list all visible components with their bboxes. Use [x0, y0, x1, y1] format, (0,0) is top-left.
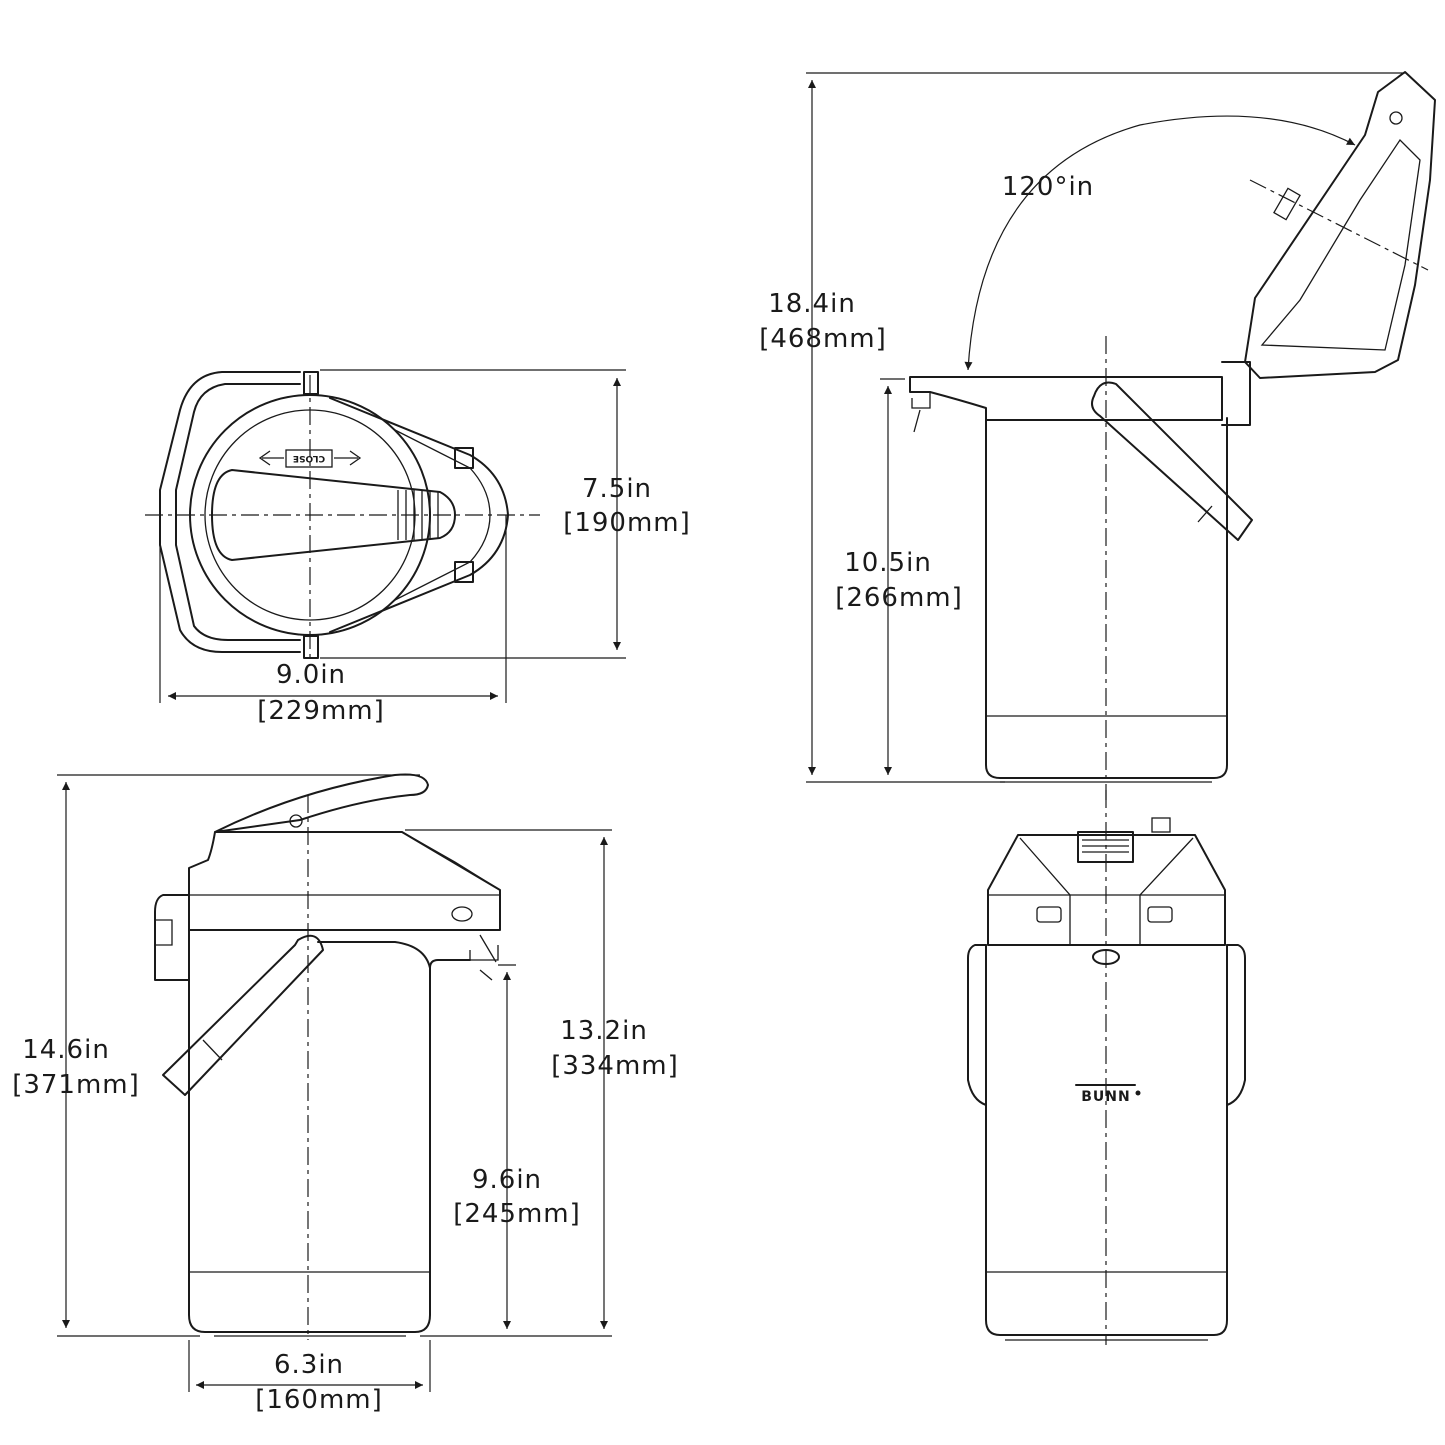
width-label-mm: [229mm]: [257, 696, 385, 726]
side-indicator: [451, 906, 473, 922]
spout-height-label-in: 10.5in: [844, 548, 932, 578]
front-indicator-left: [1036, 906, 1062, 923]
side-spout-tick: [479, 969, 493, 981]
width-label-in: 9.0in: [276, 660, 346, 690]
depth-label-in: 7.5in: [582, 474, 652, 504]
side-carry-handle: [162, 934, 324, 1096]
open-lid-knob: [1389, 111, 1403, 125]
dispense-height-label-in: 9.6in: [472, 1165, 542, 1195]
open-body: [985, 417, 1228, 779]
front-handle-left: [967, 944, 987, 1106]
depth-label-mm: [190mm]: [563, 508, 691, 538]
base-width-label-in: 6.3in: [274, 1350, 344, 1380]
overall-height-label-in: 14.6in: [22, 1035, 110, 1065]
brand-registered-mark: [1135, 1090, 1141, 1096]
open-top-head: [909, 376, 1223, 421]
open-angle-arc: [964, 115, 1356, 371]
side-view: 14.6in [371mm] 13.2in [334mm] 9.6in [245…: [12, 773, 679, 1415]
open-spout-drip: [913, 409, 921, 433]
front-indicator-right: [1147, 906, 1173, 923]
top-pump-lever: [211, 469, 456, 561]
side-head: [188, 831, 501, 931]
front-view: BUNN: [967, 790, 1246, 1345]
side-head-slope: [401, 831, 501, 891]
side-neck: [188, 929, 431, 976]
side-hinge: [154, 894, 190, 981]
front-head-panels: [1019, 837, 1194, 945]
overall-height-label-mm: [371mm]: [12, 1070, 140, 1100]
arrow-left-icon: [258, 450, 284, 466]
total-height-label-in: 18.4in: [768, 289, 856, 319]
open-lid-axis: [1249, 179, 1429, 271]
top-tab-upper: [454, 447, 474, 469]
lock-label: CLOSE: [293, 453, 325, 463]
top-view: CLOSE 7.5in [190mm] 9.0in [229mm]: [145, 369, 691, 726]
top-tab-lower: [454, 561, 474, 583]
front-body: [985, 944, 1228, 1336]
side-lid: [214, 773, 429, 833]
top-handle-outline: [159, 371, 301, 653]
side-hinge-detail: [155, 919, 173, 946]
side-spout: [469, 934, 499, 963]
side-handle-grip: [202, 1039, 223, 1061]
front-head: [987, 834, 1226, 946]
top-handle-inner: [175, 383, 301, 641]
top-lock-indicator: CLOSE: [258, 449, 362, 468]
brand-logo: BUNN: [1081, 1089, 1130, 1105]
front-lid-latch: [1077, 831, 1134, 863]
dispense-height-label-mm: [245mm]: [453, 1199, 581, 1229]
open-hinge: [1221, 361, 1251, 426]
open-carry-handle: [1091, 381, 1253, 541]
body-height-label-in: 13.2in: [560, 1016, 648, 1046]
top-clip-lower: [303, 635, 319, 659]
base-width-label-mm: [160mm]: [255, 1385, 383, 1415]
side-lid-pivot: [289, 814, 303, 828]
total-height-label-mm: [468mm]: [759, 324, 887, 354]
open-spout-tip: [911, 392, 931, 409]
front-lid-knob: [1151, 817, 1171, 833]
front-handle-right: [1226, 944, 1246, 1106]
open-handle-grip: [1197, 505, 1213, 523]
top-clip-upper: [303, 371, 319, 395]
open-lid-view: 120°in 18.4in [468mm] 10.5in [266mm]: [759, 71, 1436, 800]
arrow-right-icon: [334, 450, 362, 466]
angle-label: 120°in: [1002, 172, 1094, 202]
body-height-label-mm: [334mm]: [551, 1051, 679, 1081]
open-lid-latch: [1273, 187, 1301, 221]
side-body: [188, 929, 471, 1333]
spout-height-label-mm: [266mm]: [835, 583, 963, 613]
